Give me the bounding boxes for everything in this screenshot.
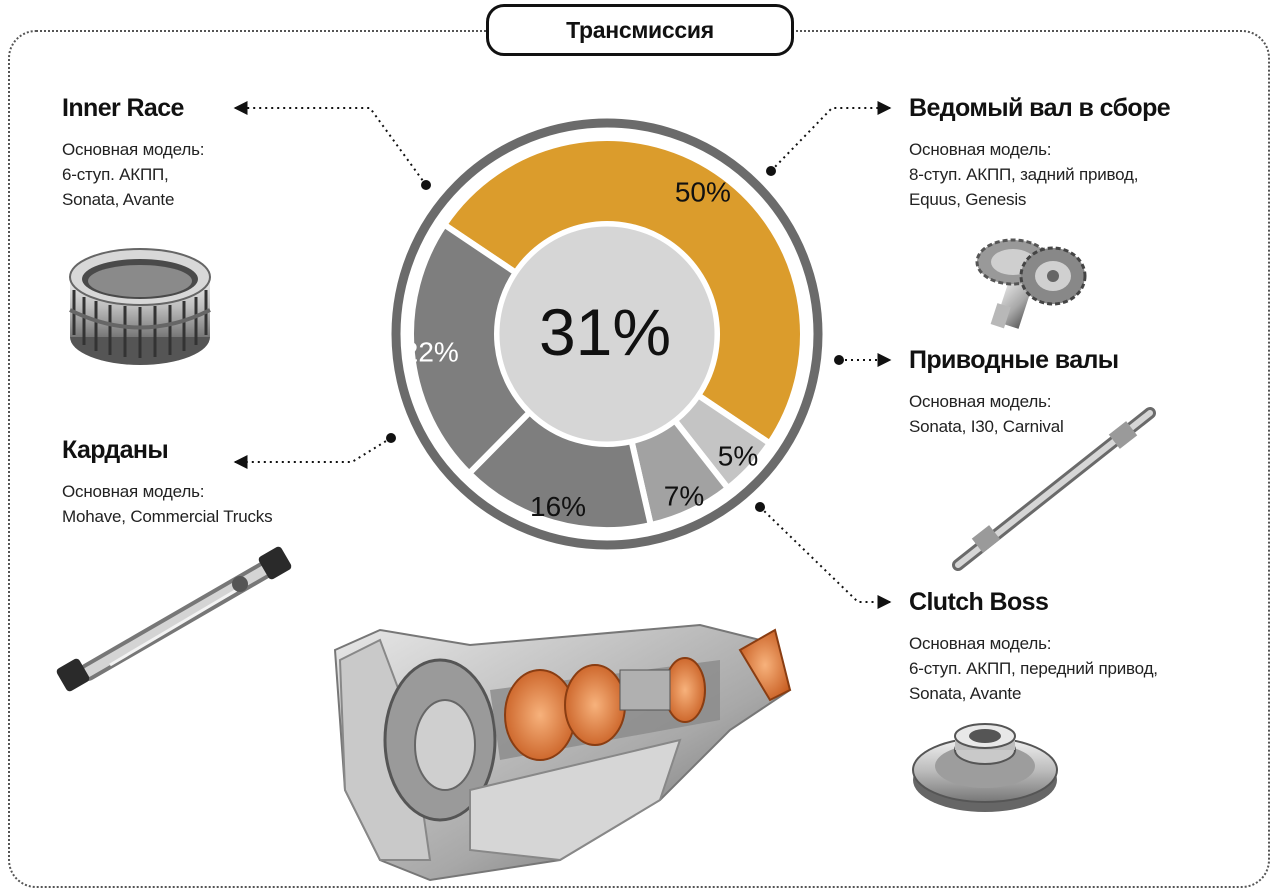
part-inner-race: Inner Race Основная модель: 6-ступ. АКПП…: [62, 94, 204, 212]
connector-inner-race: [233, 101, 427, 186]
part-driven-shaft-title: Ведомый вал в сборе: [909, 94, 1171, 122]
diagram-title: Трансмиссия: [486, 4, 794, 56]
connector-driven-shaft: [770, 101, 892, 172]
part-driven-shaft: Ведомый вал в сборе Основная модель: 8-с…: [909, 94, 1171, 212]
outer-ring: [391, 118, 823, 550]
part-drive-shafts-line-2: Sonata, I30, Carnival: [909, 417, 1064, 436]
part-drive-shafts: Приводные валы Основная модель: Sonata, …: [909, 346, 1119, 439]
connector-clutch-boss: [759, 506, 892, 609]
part-kardany-line-1: Основная модель:: [62, 482, 205, 501]
center-value: 31%: [539, 295, 671, 369]
donut-chart: 31% 50% 5% 7% 16% 22%: [391, 118, 823, 550]
part-clutch-boss-line-3: Sonata, Avante: [909, 684, 1022, 703]
part-kardany-line-2: Mohave, Commercial Trucks: [62, 507, 273, 526]
ring-gear-icon: [69, 248, 211, 365]
donut-segment-label-2: 5%: [718, 441, 758, 472]
part-driven-shaft-line-3: Equus, Genesis: [909, 190, 1027, 209]
part-clutch-boss-line-1: Основная модель:: [909, 634, 1052, 653]
part-inner-race-line-1: Основная модель:: [62, 140, 205, 159]
part-driven-shaft-line-1: Основная модель:: [909, 140, 1052, 159]
part-drive-shafts-line-1: Основная модель:: [909, 392, 1052, 411]
clutch-boss-icon: [912, 723, 1058, 812]
donut-segment-label-5: 22%: [403, 337, 459, 368]
center-disc: [494, 221, 720, 447]
part-clutch-boss-title: Clutch Boss: [909, 588, 1049, 616]
dot-inner-race: [421, 180, 431, 190]
part-inner-race-line-3: Sonata, Avante: [62, 190, 175, 209]
propeller-shaft-icon: [56, 546, 292, 692]
part-clutch-boss: Clutch Boss Основная модель: 6-ступ. АКП…: [909, 588, 1158, 706]
part-driven-shaft-line-2: 8-ступ. АКПП, задний привод,: [909, 165, 1139, 184]
part-inner-race-line-2: 6-ступ. АКПП,: [62, 165, 169, 184]
dot-drive-shafts: [834, 355, 844, 365]
donut-segment-label-4: 16%: [530, 491, 586, 522]
part-inner-race-title: Inner Race: [62, 94, 184, 122]
gear-shaft-icon: [975, 238, 1087, 329]
part-kardany: Карданы Основная модель: Mohave, Commerc…: [62, 436, 273, 529]
transmission-cutaway-icon: [333, 623, 792, 882]
dot-kardany: [386, 433, 396, 443]
title-text: Трансмиссия: [566, 16, 714, 43]
dot-clutch-boss: [755, 502, 765, 512]
donut-segment-label-1: 50%: [675, 176, 731, 207]
dot-driven-shaft: [766, 166, 776, 176]
part-clutch-boss-line-2: 6-ступ. АКПП, передний привод,: [909, 659, 1158, 678]
part-kardany-title: Карданы: [62, 436, 169, 464]
donut-segment-label-3: 7%: [664, 480, 704, 511]
connector-lines: [233, 101, 892, 609]
connector-dots: [386, 166, 844, 512]
drive-shaft-icon: [952, 407, 1156, 571]
part-drive-shafts-title: Приводные валы: [909, 346, 1119, 374]
